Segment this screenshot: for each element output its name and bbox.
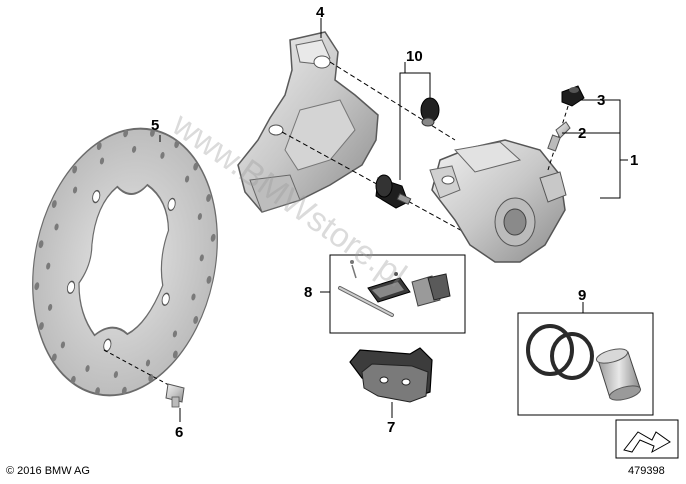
callout-4: 4 xyxy=(316,4,325,21)
piston-kit-box xyxy=(517,312,654,416)
disc-bolt xyxy=(103,349,185,408)
brake-pad-set xyxy=(349,347,433,403)
callout-7: 7 xyxy=(387,419,395,436)
callout-6: 6 xyxy=(175,424,183,441)
diagram-reference-number: 479398 xyxy=(628,465,665,477)
brake-disc xyxy=(32,127,218,397)
callout-3: 3 xyxy=(597,92,605,109)
guide-pin-bushings xyxy=(281,61,516,261)
bleed-valve xyxy=(547,99,571,171)
callout-9: 9 xyxy=(578,287,586,304)
brake-caliper xyxy=(429,139,567,263)
callout-1: 1 xyxy=(630,152,638,169)
callout-2: 2 xyxy=(578,125,586,142)
next-page-arrow-icon[interactable] xyxy=(615,419,679,459)
caliper-carrier xyxy=(237,31,379,213)
leader-lines xyxy=(159,18,628,422)
callout-10: 10 xyxy=(406,48,423,65)
parts-kit-box xyxy=(329,254,466,334)
bleed-valve-cap xyxy=(561,85,585,107)
callout-8: 8 xyxy=(304,284,312,301)
callout-5: 5 xyxy=(151,117,159,134)
copyright-notice: © 2016 BMW AG xyxy=(6,465,90,477)
